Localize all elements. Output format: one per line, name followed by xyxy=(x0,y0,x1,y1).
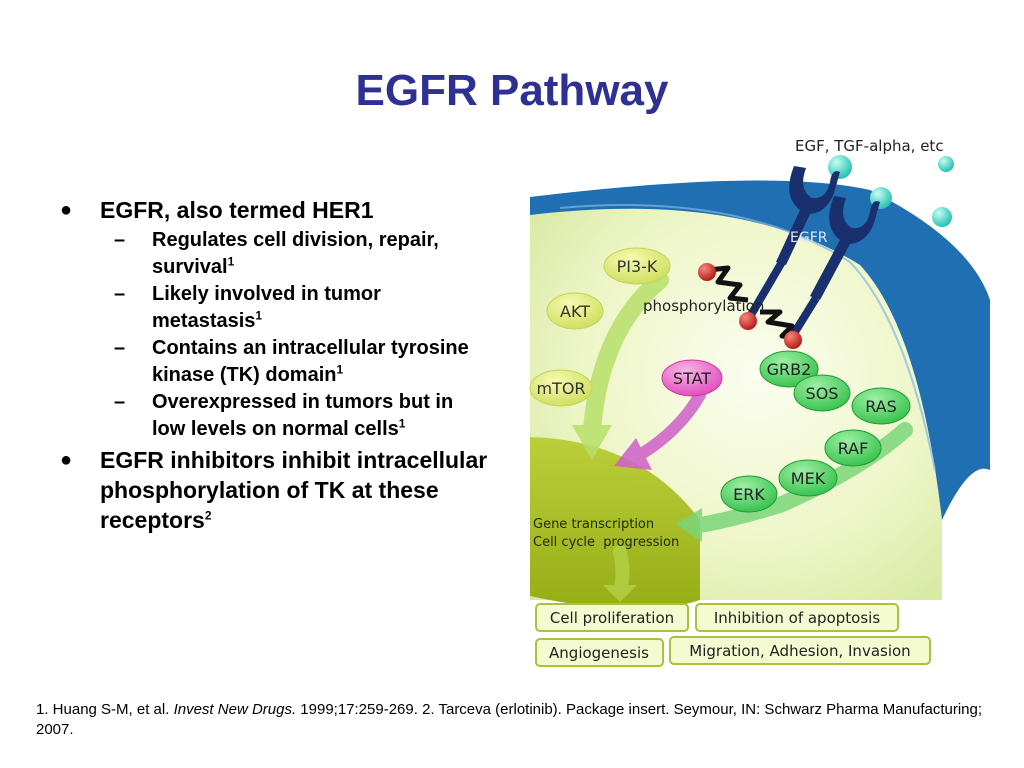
sub-bullet-text: Overexpressed in tumors but in low level… xyxy=(152,391,454,440)
node-label: PI3-K xyxy=(617,257,658,276)
node-label: STAT xyxy=(673,369,711,388)
node-label: RAF xyxy=(838,439,869,458)
node-label: RAS xyxy=(865,397,897,416)
node-raf: RAF xyxy=(824,429,882,467)
footnote-journal: Invest New Drugs. xyxy=(173,701,297,718)
slide-title: EGFR Pathway xyxy=(355,66,669,115)
ligand-icon xyxy=(938,156,954,172)
nucleus-out-arrow xyxy=(613,545,630,597)
reference-superscript: 1 xyxy=(255,308,263,323)
sub-bullet-list: – Regulates cell division, repair, survi… xyxy=(60,227,490,443)
bullet-egfr-inhibitors: ● EGFR inhibitors inhibit intracellular … xyxy=(60,445,490,535)
outcome-cell-proliferation: Cell proliferation xyxy=(535,603,689,632)
dash-icon: – xyxy=(114,391,126,413)
node-label: MEK xyxy=(791,469,826,488)
outcome-label: Migration, Adhesion, Invasion xyxy=(689,642,910,660)
node-label: SOS xyxy=(806,384,839,403)
sub-bullet-overexpressed: – Overexpressed in tumors but in low lev… xyxy=(60,389,490,443)
stat-arrow-head xyxy=(614,438,652,470)
bullet-dot-icon: ● xyxy=(60,199,73,221)
dash-icon: – xyxy=(114,229,126,251)
node-akt: AKT xyxy=(546,292,604,330)
dash-icon: – xyxy=(114,283,126,305)
membrane-highlight xyxy=(559,204,936,471)
node-sos: SOS xyxy=(793,374,851,412)
mapk-arrow-head xyxy=(676,508,702,542)
bullet-dot-icon: ● xyxy=(60,449,73,471)
node-stat: STAT xyxy=(661,359,723,397)
outcome-inhibition-apoptosis: Inhibition of apoptosis xyxy=(695,603,899,632)
ligand-icon xyxy=(828,155,852,179)
egfr-receptor xyxy=(744,166,880,343)
kinase-domain-1 xyxy=(707,265,749,303)
phosphate-icon xyxy=(784,331,802,349)
akt-arrow-head xyxy=(572,425,612,460)
outcome-label: Angiogenesis xyxy=(549,644,649,662)
sub-bullet-metastasis: – Likely involved in tumor metastasis1 xyxy=(60,281,490,335)
bullet-text: EGFR, also termed HER1 xyxy=(100,197,374,223)
footnote-references: 1. Huang S-M, et al. Invest New Drugs. 1… xyxy=(36,700,996,740)
node-label: AKT xyxy=(560,302,590,321)
bullet-egfr-her1: ● EGFR, also termed HER1 xyxy=(60,195,490,225)
akt-arrow xyxy=(583,271,669,439)
bullet-text: EGFR inhibitors inhibit intracellular ph… xyxy=(100,447,488,533)
node-mtor: mTOR xyxy=(529,369,593,407)
outcome-angiogenesis: Angiogenesis xyxy=(535,638,664,667)
node-erk: ERK xyxy=(720,475,778,513)
receptor-label: EGFR xyxy=(790,230,828,246)
reference-superscript: 2 xyxy=(204,508,212,523)
outcome-label: Inhibition of apoptosis xyxy=(714,609,880,627)
node-pi3k: PI3-K xyxy=(603,247,671,285)
nucleus-region xyxy=(530,437,700,610)
nucleus-label-gene-transcription: Gene transcription xyxy=(533,517,654,532)
sub-bullet-text: Contains an intracellular tyrosine kinas… xyxy=(152,337,469,386)
node-label: GRB2 xyxy=(767,360,812,379)
reference-superscript: 1 xyxy=(398,416,406,431)
ligands-label: EGF, TGF-alpha, etc xyxy=(795,137,944,155)
sub-bullet-text: Regulates cell division, repair, surviva… xyxy=(152,229,439,278)
node-label: ERK xyxy=(733,485,765,504)
sub-bullet-regulates: – Regulates cell division, repair, survi… xyxy=(60,227,490,281)
node-mek: MEK xyxy=(778,459,838,497)
phosphate-icon xyxy=(698,263,716,281)
sub-bullet-text: Likely involved in tumor metastasis xyxy=(152,283,381,332)
node-label: mTOR xyxy=(536,379,585,398)
node-ras: RAS xyxy=(851,387,911,425)
sub-bullet-tk-domain: – Contains an intracellular tyrosine kin… xyxy=(60,335,490,389)
bullet-list: ● EGFR, also termed HER1 – Regulates cel… xyxy=(60,195,490,537)
reference-superscript: 1 xyxy=(227,254,235,269)
footnote-text: 1. Huang S-M, et al. xyxy=(36,701,174,718)
reference-superscript: 1 xyxy=(336,362,344,377)
cell-membrane xyxy=(530,180,990,520)
phosphate-icon xyxy=(739,312,757,330)
nucleus-out-arrow-head xyxy=(603,585,637,602)
node-grb2: GRB2 xyxy=(759,350,819,388)
ligand-icon xyxy=(932,207,952,227)
nucleus-label-cell-cycle: Cell cycle progression xyxy=(533,535,679,550)
footnote-text: 1999;17:259-269. 2. Tarceva (erlotinib).… xyxy=(36,701,983,738)
stat-arrow xyxy=(634,389,706,461)
dash-icon: – xyxy=(114,337,126,359)
phosphorylation-label: phosphorylation xyxy=(643,297,764,315)
outcome-migration-adhesion-invasion: Migration, Adhesion, Invasion xyxy=(669,636,931,665)
outcome-label: Cell proliferation xyxy=(550,609,674,627)
